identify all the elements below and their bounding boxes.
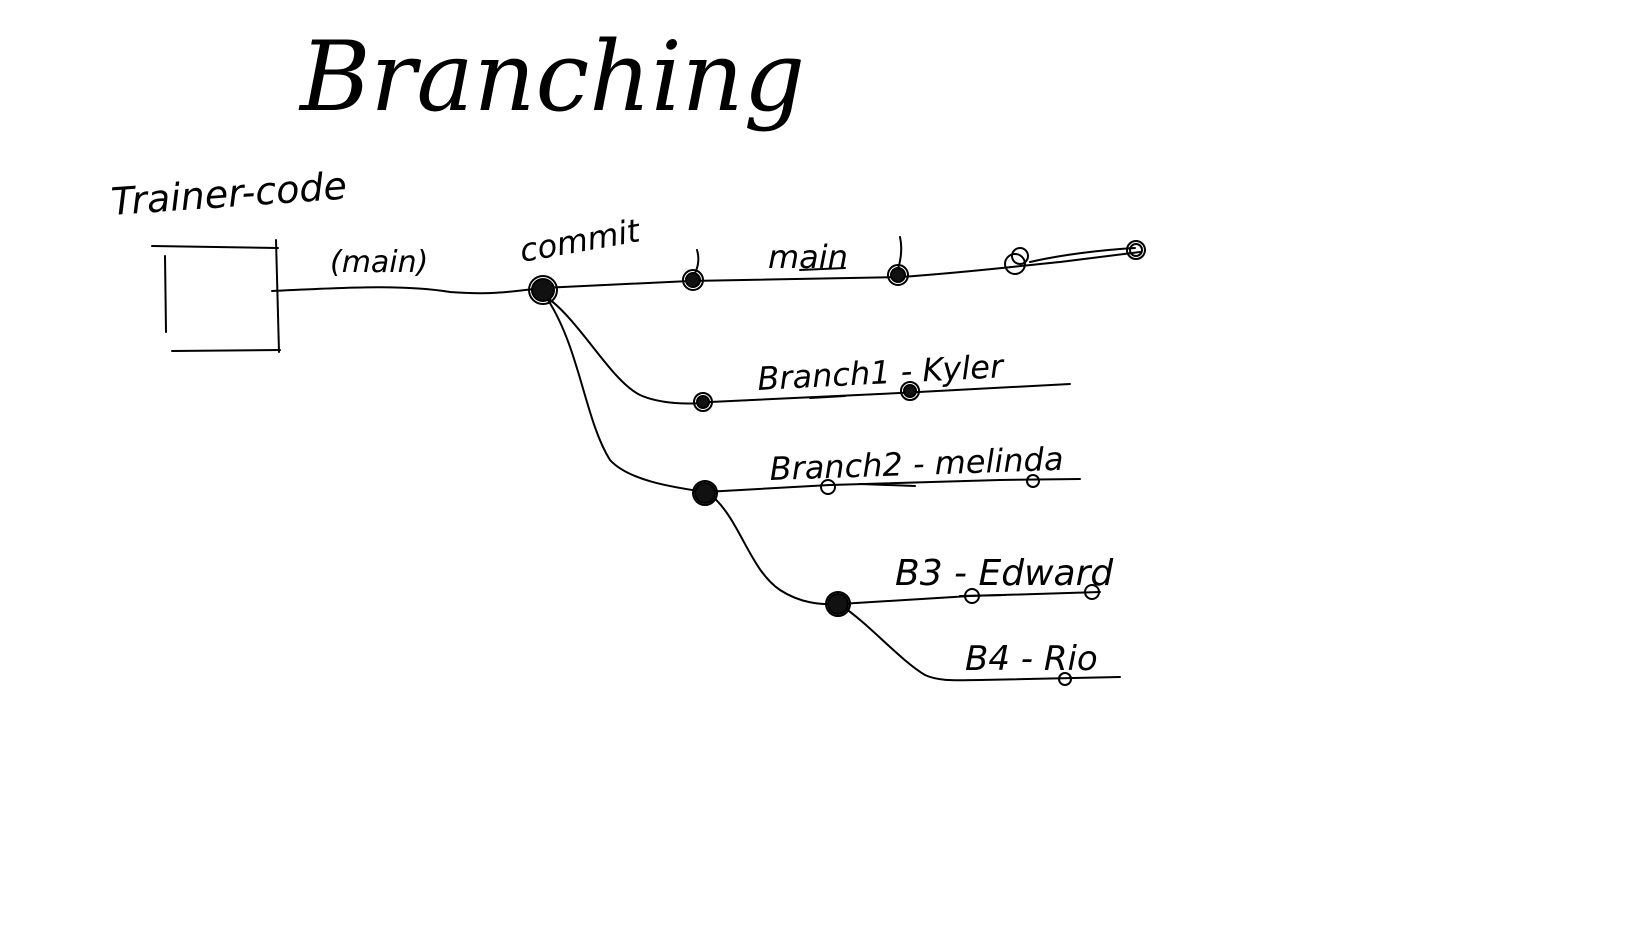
diagram-title: Branching (298, 21, 805, 133)
commit-node-b3-3 (1084, 584, 1100, 600)
commit-node-origin (528, 275, 558, 305)
repo-to-commit-line (271, 286, 543, 295)
main-origin-label: (main) (330, 245, 428, 280)
commit-node-b3-2 (964, 588, 980, 604)
commit-node-branch1-1 (693, 392, 713, 412)
branch-label-branch2: Branch2 - melinda (769, 440, 1064, 488)
repo-label: Trainer-code (110, 164, 349, 224)
branch-label-b4: B4 - Rio (965, 639, 1098, 679)
commit-node-main-1 (682, 269, 704, 291)
commit-node-main-4 (1126, 240, 1146, 260)
commit-node-main-3 (1004, 247, 1029, 275)
commit-node-branch2-3 (1026, 474, 1040, 488)
commit-node-branch2-1 (692, 480, 718, 506)
main-branch-scribble (1029, 247, 1136, 263)
main-label-underline (799, 267, 846, 271)
commit-node-main-2 (887, 264, 909, 286)
commit-node-b4-1 (1058, 672, 1072, 686)
commit-node-b3-1 (825, 591, 851, 617)
commit-node-branch1-2 (900, 381, 920, 401)
commit-label: commit (517, 211, 644, 270)
branch1-label-underline (809, 395, 846, 399)
commit-node-branch2-2 (820, 479, 836, 495)
repo-box (151, 239, 281, 353)
b3-label-underline (959, 594, 1006, 597)
branch-label-b3: B3 - Edward (895, 553, 1114, 594)
b4-line (841, 605, 1121, 682)
branch2-label-underline (859, 483, 916, 487)
